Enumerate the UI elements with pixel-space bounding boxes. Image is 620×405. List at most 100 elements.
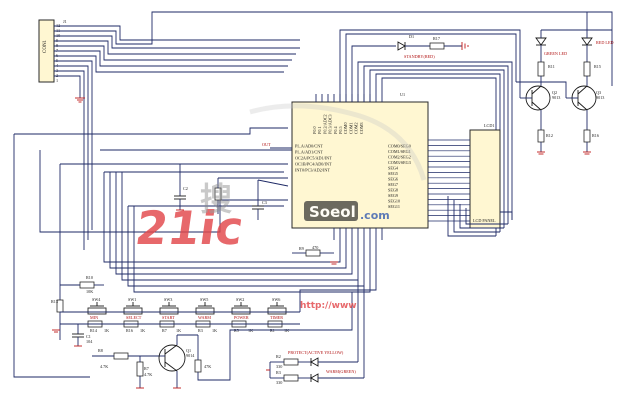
header-pin-label: 2: [56, 73, 58, 78]
q2-ref: Q2: [552, 90, 557, 95]
header-ref: J1: [63, 19, 67, 24]
r13-label: R13: [51, 299, 58, 304]
switch-label: SELECT: [126, 315, 142, 320]
mcu-top-pin-label: P0.5: [338, 126, 343, 134]
buzzer-driver: R8 4.7K R7 4.7K Q1 9014 47K: [92, 292, 353, 389]
mcu-right-pin-label: SEG4: [388, 166, 399, 171]
mcu-right-pin-label: SEG7: [388, 182, 398, 187]
d1-label: STANDBY(RED): [404, 54, 435, 59]
c2-label: C2: [183, 186, 188, 191]
r6-area: R9 470: [292, 245, 338, 265]
header-pin-label: 8: [56, 43, 58, 48]
switch-ref: SW4: [92, 297, 101, 302]
led-driver-right: RED LED R15 Q3 9013 R16: [566, 30, 614, 155]
header-pin-label: 12: [56, 23, 60, 28]
mcu-top-pin-label: P0.1: [317, 126, 322, 134]
pullup-r10: R10 10K: [60, 275, 104, 294]
mcu-left-pin-label: INT0/PC3/AD2/INT: [295, 168, 330, 173]
mcu-ref: U1: [400, 92, 405, 97]
mcu-right-pin-label: SEG5: [388, 171, 398, 176]
r8-label: R8: [98, 348, 103, 353]
mcu-right-pins: COM0/SEG0COM1/SEG1COM2/SEG2COM3/SEG3SEG4…: [388, 144, 411, 210]
watermark-site-suffix: .com: [360, 209, 390, 222]
mcu-top-pin-label: P0.2/ADC2: [322, 114, 327, 134]
header-pin-label: 1: [56, 78, 58, 83]
r15-label: R15: [594, 64, 601, 69]
r2-label: R2: [276, 354, 281, 359]
switch-res-ref: R14: [90, 328, 98, 333]
protect-label: PROTECT(ACTIVE YELLOW): [288, 350, 344, 355]
switch-res-val: 1K: [284, 328, 289, 333]
lcd-body: [469, 129, 501, 229]
r9-val: 470: [312, 245, 318, 250]
mcu-right-pin-label: SEG8: [388, 188, 398, 193]
switch-res-val: 1K: [248, 328, 253, 333]
mcu-right-pin-label: SEG6: [388, 177, 398, 182]
mcu-right-pin-label: COM3/SEG3: [388, 160, 411, 165]
mcu-left-pin-label: OC1B/PC4/AD0/INT: [295, 162, 332, 167]
switch-ref: SW2: [236, 297, 244, 302]
mcu-right-pin-label: COM2/SEG2: [388, 155, 411, 160]
switch-ref: SW6: [272, 297, 280, 302]
watermark-site: Soeol: [309, 203, 356, 221]
header-wires: [54, 11, 613, 250]
switch-res-val: 1K: [176, 328, 181, 333]
led-driver-left: GREEN LED R11 Q2 9013 R12: [520, 30, 567, 155]
mcu-left-pin-label: OC2A/PC5/AD1/INT: [295, 156, 332, 161]
mcu-bottom-pins: [333, 228, 383, 240]
r2-val: 330: [276, 364, 282, 369]
mcu-left-pin-label: PL.A/AD1/CNT: [295, 150, 323, 155]
switch-ref: SW1: [128, 297, 136, 302]
r6-val: 47K: [204, 364, 211, 369]
switch-body: [123, 307, 143, 315]
header-pin-label: 3: [56, 68, 58, 73]
d1-ref: D1: [409, 34, 414, 39]
q1-ref: Q1: [186, 348, 191, 353]
lcd-connector: LCD1 LCD PANEL: [428, 123, 501, 229]
header-pin-label: 6: [56, 53, 58, 58]
header-pin-label: 7: [56, 48, 58, 53]
r10-label: R10: [86, 275, 93, 280]
cap-c1: C1 104: [72, 324, 93, 347]
r12-label: R12: [546, 133, 553, 138]
header-pin-label: 11: [56, 28, 60, 33]
q2-type: 9013: [552, 95, 560, 100]
lcd-ref: LCD1: [484, 123, 494, 128]
ground-symbols: [52, 92, 85, 333]
mcu-right-pin-label: SEG9: [388, 193, 398, 198]
watermark: 21ic 搜 Soeol .com http://www: [132, 103, 427, 311]
mcu-right-pin-label: COM0/SEG0: [388, 144, 411, 149]
watermark-brand: 21ic: [132, 201, 247, 255]
osc-section: C2 C3: [174, 164, 289, 220]
lcd-body-label: LCD PANEL: [473, 218, 496, 223]
warm-label: WARM(GREEN): [326, 369, 356, 374]
mcu-top-pin-label: COM1: [348, 122, 353, 134]
mcu-top-pin-label: P0.3/ADC3: [328, 114, 333, 134]
r11-label: R11: [548, 64, 555, 69]
watermark-char: 搜: [200, 180, 232, 218]
red-led-label: RED LED: [596, 40, 614, 45]
switch-body: [267, 307, 287, 315]
mcu-right-pin-label: COM1/SEG1: [388, 149, 411, 154]
header-pin-label: 10: [56, 33, 60, 38]
switch-body: [231, 307, 251, 315]
mcu-top-pin-label: COM2: [354, 122, 359, 134]
switch-label: POWER: [234, 315, 249, 320]
r8-val: 4.7K: [100, 364, 108, 369]
mcu-top-pin-label: P0.4: [333, 126, 338, 134]
lcd-pin-wires: [428, 139, 470, 222]
mcu-right-pin-label: SEG11: [388, 204, 400, 209]
standby-led: D1 STANDBY(RED) R17: [397, 34, 469, 59]
switch-body: [159, 307, 179, 315]
mcu-left-pins: PL.A/AD0/CNTPL.A/AD1/CNTOC2A/PC5/AD1/INT…: [295, 144, 332, 173]
switch-ref: SW5: [200, 297, 208, 302]
